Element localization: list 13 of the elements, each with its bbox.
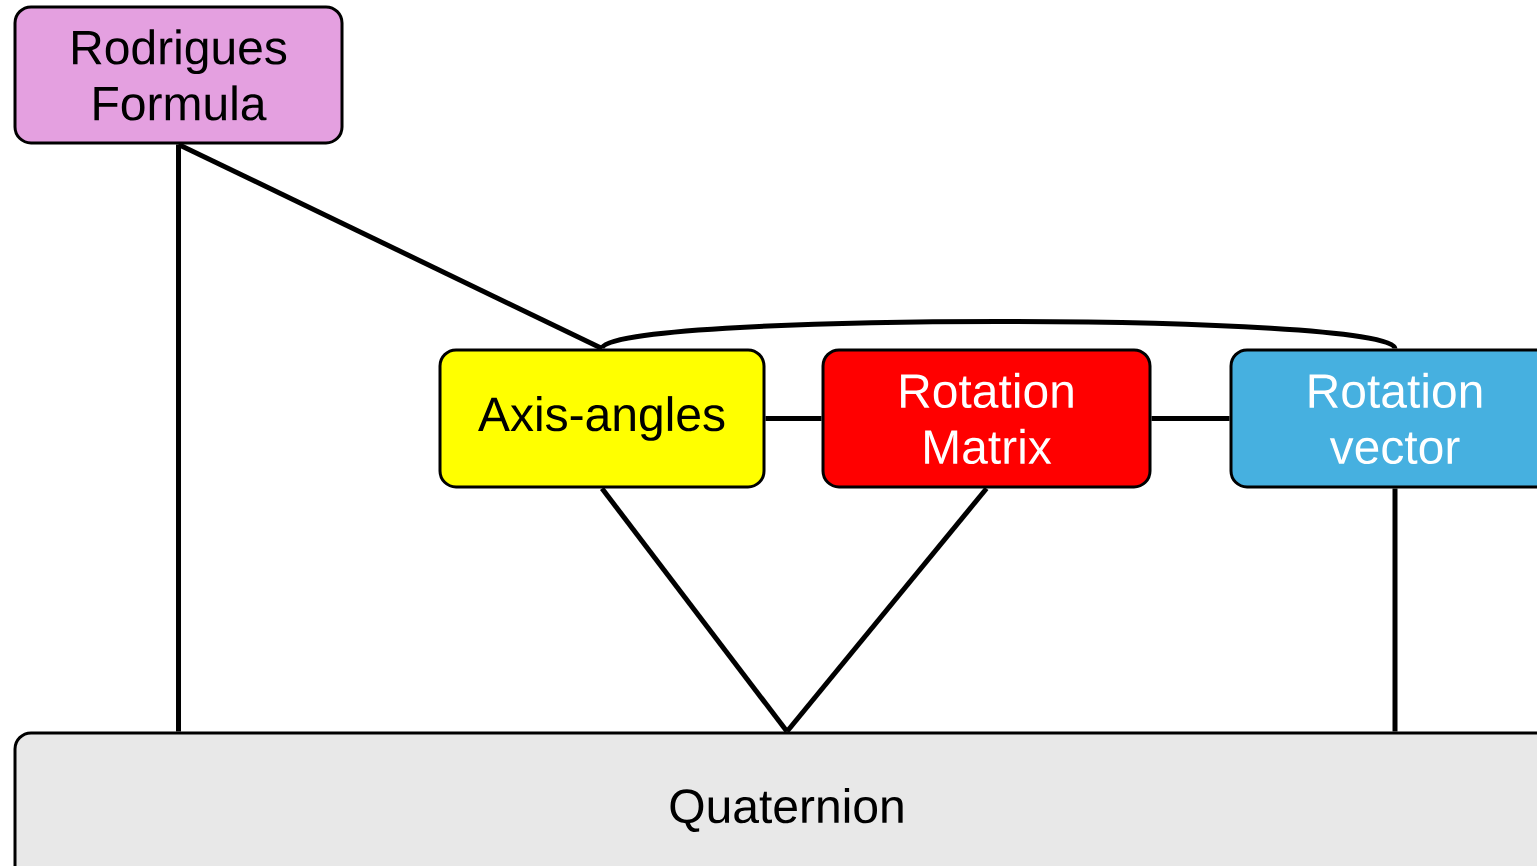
rotation-vector-box: Rotation vector xyxy=(1229,348,1537,489)
connector-line xyxy=(785,486,989,734)
rotation-matrix-box: Rotation Matrix xyxy=(821,348,1152,489)
connector-line xyxy=(600,319,1397,351)
connector-line xyxy=(600,486,789,733)
connector-line xyxy=(177,142,604,351)
connector-line xyxy=(1151,416,1230,421)
axis-angles-box: Axis-angles xyxy=(438,348,766,489)
connector-line xyxy=(176,144,181,732)
connector-line xyxy=(765,416,822,421)
quaternion-box: Quaternion xyxy=(13,731,1537,866)
rodrigues-box: Rodrigues Formula xyxy=(13,5,344,145)
connector-line xyxy=(1392,488,1398,732)
